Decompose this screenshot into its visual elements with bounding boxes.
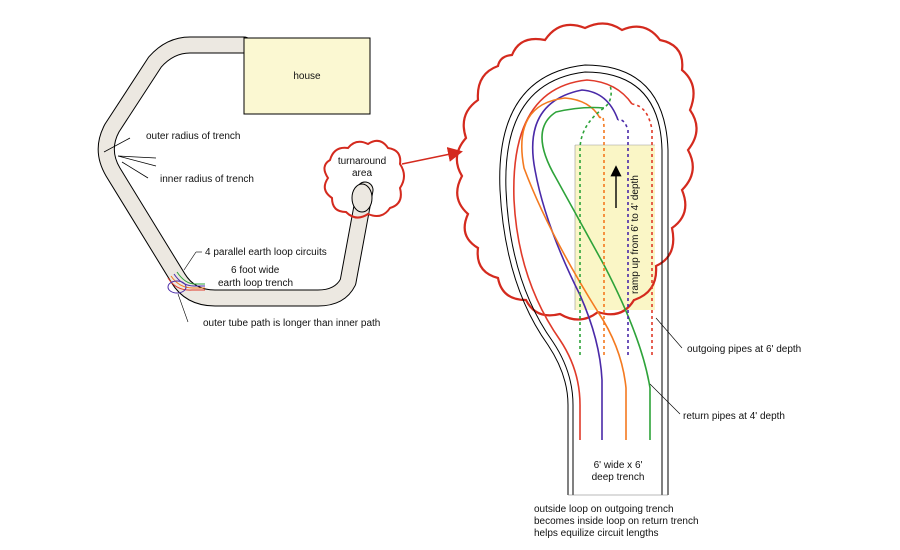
- pipe-green-outgoing: [579, 84, 612, 355]
- house-label: house: [293, 71, 321, 82]
- note-line-1: outside loop on outgoing trench: [534, 504, 674, 515]
- house-box: [243, 37, 371, 115]
- trench-dim-label-1: 6' wide x 6': [594, 460, 643, 471]
- parallel-circuits-label: 4 parallel earth loop circuits: [205, 247, 327, 258]
- trench-width-label-2: earth loop trench: [218, 278, 293, 289]
- pipe-red-return: [513, 79, 633, 440]
- trench-wall-inner: [505, 71, 663, 495]
- turnaround-label-1: turnaround: [338, 156, 386, 167]
- note-line-3: helps equilize circuit lengths: [534, 528, 659, 539]
- pipe-orange-outgoing: [599, 115, 605, 355]
- pipe-orange-return: [520, 97, 627, 440]
- radius-pointer-a: [117, 155, 157, 159]
- tube-path-leader: [177, 293, 189, 323]
- turnaround-cloud: [323, 139, 405, 219]
- trench-turnaround-end: [351, 183, 373, 213]
- outer-radius-leader: [103, 137, 131, 153]
- return-label: return pipes at 4' depth: [683, 411, 785, 422]
- turnaround-detail: ramp up from 6' to 4' depth outgoing pip…: [455, 22, 801, 539]
- tube-path-label: outer tube path is longer than inner pat…: [203, 318, 380, 329]
- inner-radius-leader: [121, 161, 149, 179]
- detail-cloud: [455, 22, 698, 321]
- trench-fill: [98, 37, 373, 306]
- circuits-leader: [183, 251, 197, 271]
- circuit-highlight: [167, 280, 187, 294]
- circuit-orange: [170, 275, 205, 289]
- pipe-green-return: [541, 106, 651, 440]
- outgoing-label: outgoing pipes at 6' depth: [687, 344, 801, 355]
- trench-wall-outer: [499, 64, 669, 495]
- pipe-purple-return: [531, 89, 619, 440]
- return-leader: [649, 383, 681, 415]
- note-line-2: becomes inside loop on return trench: [534, 516, 699, 527]
- radius-pointer-b: [117, 155, 157, 167]
- trench-dim-label-2: deep trench: [592, 472, 645, 483]
- pipe-red-outgoing: [631, 103, 653, 355]
- trench-width-label-1: 6 foot wide: [231, 265, 280, 276]
- circuit-red: [167, 277, 205, 291]
- outgoing-leader: [655, 317, 683, 349]
- outer-radius-label: outer radius of trench: [146, 131, 241, 142]
- inner-radius-label: inner radius of trench: [160, 174, 254, 185]
- ramp-label: ramp up from 6' to 4' depth: [630, 175, 641, 294]
- arrow-right-icon: [401, 147, 463, 165]
- turnaround-label-2: area: [352, 168, 372, 179]
- circuit-green: [176, 271, 205, 285]
- overview-diagram: house outer radius of trench inner radiu…: [97, 36, 463, 329]
